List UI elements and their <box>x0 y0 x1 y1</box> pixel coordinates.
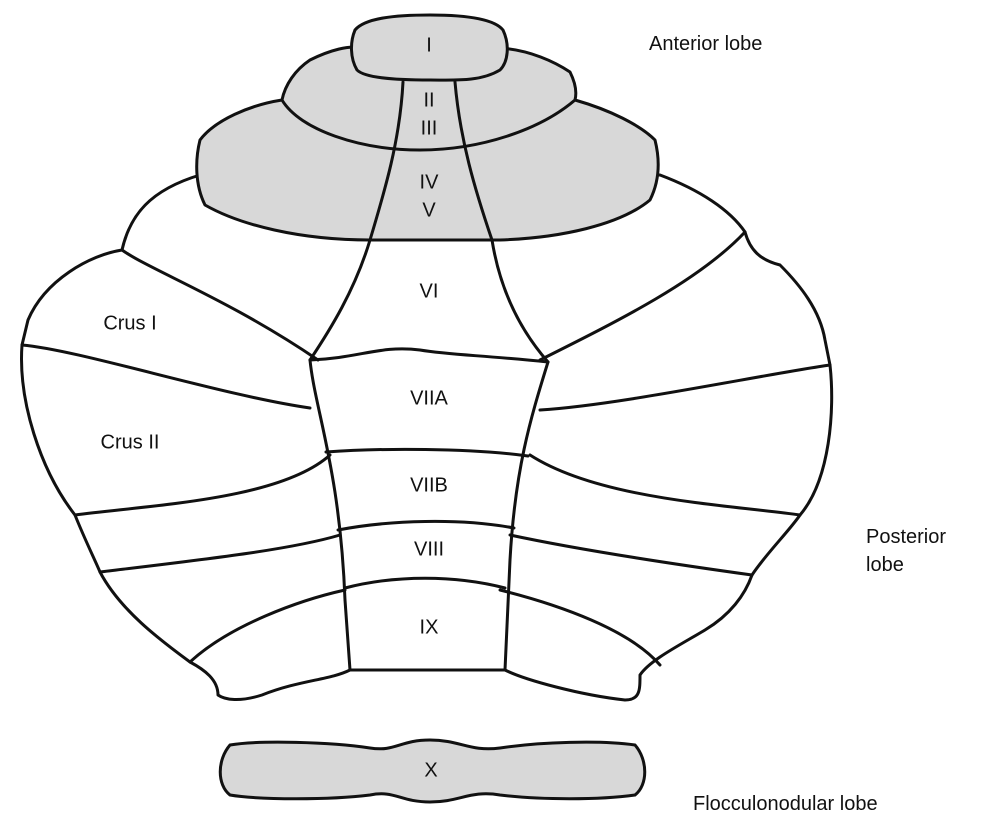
fissure-vi-left <box>120 248 320 362</box>
region-viia-label: VIIA <box>410 387 448 409</box>
region-iv-label: IV <box>420 171 440 193</box>
vermis-left-edge <box>308 358 352 672</box>
crus-ii-label: Crus II <box>101 431 160 453</box>
vermis-vi-outline <box>308 238 372 362</box>
region-ix-label: IX <box>420 616 439 638</box>
fissure-viib-right <box>528 453 802 517</box>
posterior-lobe-outline <box>20 173 834 702</box>
vermis-viia-top <box>308 347 550 364</box>
flocculonodular-lobe-label: Flocculonodular lobe <box>693 793 878 815</box>
fissure-crus-left <box>20 343 312 410</box>
region-v-label: V <box>422 199 436 221</box>
region-x-shape <box>218 738 647 804</box>
fissure-vi-right <box>538 230 747 362</box>
region-i-label: I <box>426 34 432 56</box>
region-iii-label: III <box>421 117 438 139</box>
crus-i-label: Crus I <box>103 312 156 334</box>
vermis-ix-top <box>343 576 507 590</box>
region-viii-label: VIII <box>414 538 444 560</box>
fissure-viii-right <box>508 533 754 577</box>
vermis-viii-top <box>336 519 516 532</box>
region-ii-label: II <box>423 89 434 111</box>
anterior-lobe-label: Anterior lobe <box>649 33 762 55</box>
region-x-label: X <box>424 759 437 781</box>
vermis-vi-outline-right <box>490 238 550 364</box>
vermis-line-right-anterior <box>453 80 494 242</box>
region-vi-label: VI <box>420 280 439 302</box>
vermis-line-left-anterior <box>368 80 405 242</box>
posterior-lobe-label-line1: Posterior <box>866 526 946 548</box>
region-i-shape <box>350 13 509 82</box>
fissure-crus-right <box>538 363 832 412</box>
fissure-viii-left <box>98 533 342 574</box>
vermis-viib-top <box>324 447 530 458</box>
region-viib-label: VIIB <box>410 474 448 496</box>
posterior-lobe-label-line2: lobe <box>866 554 904 576</box>
fissure-viib-left <box>73 453 332 517</box>
fissure-ix-right <box>498 588 662 667</box>
fissure-ix-left <box>188 588 347 664</box>
